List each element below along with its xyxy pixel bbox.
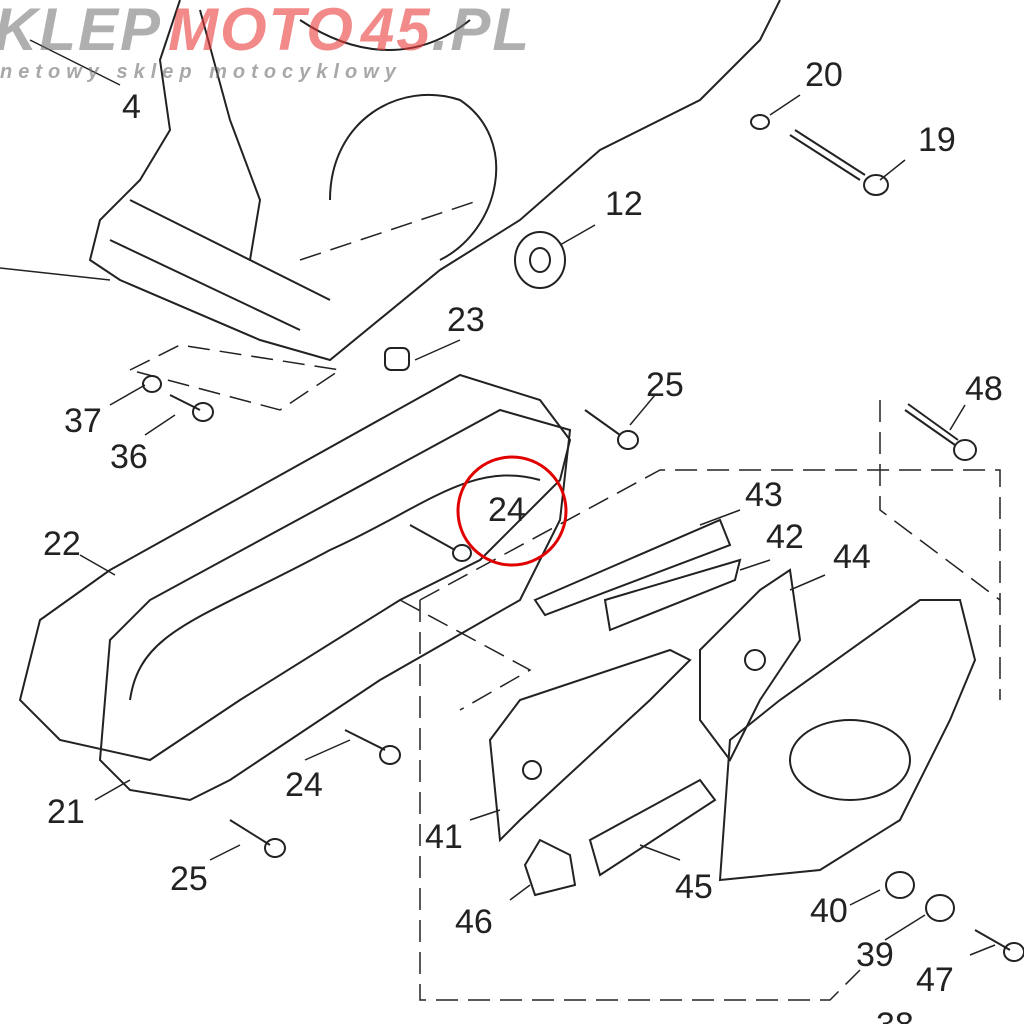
callout-19: 19 [918, 121, 956, 159]
callout-37: 37 [64, 402, 102, 440]
callout-22: 22 [43, 525, 81, 563]
gasket-outline [18, 373, 572, 762]
callout-39: 39 [856, 936, 894, 974]
callout-21: 21 [47, 793, 85, 831]
callout-46: 46 [455, 903, 493, 941]
callout-25: 25 [170, 860, 208, 898]
watermark-brand: MOTO [168, 0, 355, 63]
block-46 [523, 838, 577, 897]
strip-43 [533, 518, 732, 617]
callout-44: 44 [833, 538, 871, 576]
watermark: KLEP MOTO 45.PL [0, 0, 531, 60]
plate-41-outline [488, 648, 692, 843]
watermark-text: KLEP [0, 0, 163, 63]
callout-24-highlighted: 24 [488, 491, 526, 529]
watermark-accent-number: 45 [360, 0, 432, 63]
watermark-accent: 45.PL [361, 0, 531, 60]
watermark-domain: .PL [431, 0, 532, 63]
strip-42 [603, 558, 742, 632]
callout-25-top: 25 [646, 366, 684, 404]
highlight-circle [456, 455, 568, 567]
callout-38: 38 [876, 1008, 914, 1024]
outer-cover-outline [718, 599, 977, 882]
crankcase-cover-outline [98, 408, 572, 802]
watermark-tagline: netowy sklep motocyklowy [0, 61, 402, 83]
callout-12: 12 [605, 185, 643, 223]
callout-40: 40 [810, 892, 848, 930]
callout-4: 4 [122, 88, 141, 126]
callout-23: 23 [447, 301, 485, 339]
plate-44-outline [699, 568, 802, 762]
crankcase-outline [88, 0, 781, 362]
callout-43: 43 [745, 476, 783, 514]
callout-20: 20 [805, 56, 843, 94]
callout-42: 42 [766, 518, 804, 556]
callout-45: 45 [675, 868, 713, 906]
callout-47: 47 [916, 961, 954, 999]
strip-45 [588, 778, 717, 877]
callout-48: 48 [965, 370, 1003, 408]
callout-41: 41 [425, 818, 463, 856]
callout-24: 24 [285, 766, 323, 804]
callout-36: 36 [110, 438, 148, 476]
